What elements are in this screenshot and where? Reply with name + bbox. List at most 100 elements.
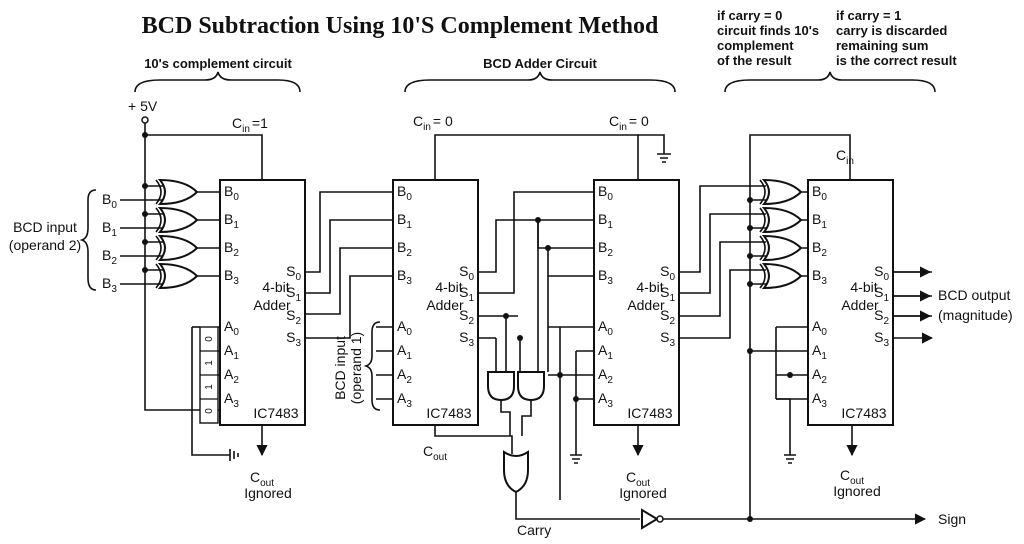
- xor-gate-arc: [155, 207, 162, 233]
- pin-labels: B0B1B2B3A0A1A2A3S0S1S2S34-bitAdderIC7483…: [224, 183, 889, 421]
- ic3-ground: [570, 351, 582, 464]
- ic2-s0-wire: [478, 219, 594, 273]
- output-label: BCD output: [938, 287, 1010, 303]
- carry-label: Carry: [517, 522, 551, 538]
- note-line: circuit finds 10's: [717, 23, 819, 38]
- ic1-s1-wire: [305, 219, 393, 294]
- ic4-complement-adder: [807, 179, 894, 426]
- xor-gate: [157, 178, 199, 206]
- ic3-s2-wire: [679, 241, 766, 317]
- operand1-inputs: [376, 326, 393, 400]
- complement-brace: [134, 71, 301, 93]
- note-line: if carry = 0: [717, 8, 782, 23]
- output-label: (magnitude): [938, 307, 1013, 323]
- and-outputs: [500, 400, 532, 436]
- ic4-ground: [775, 327, 796, 464]
- operand1-label: BCD input: [332, 336, 348, 400]
- complement-section-label: 10's complement circuit: [144, 56, 292, 71]
- xor-gate-arc: [759, 235, 766, 261]
- chip-type-label: 4-bit: [850, 279, 877, 295]
- operand1-brace: [363, 321, 381, 411]
- sign-label: Sign: [938, 511, 966, 527]
- operand2-label: BCD input: [13, 219, 77, 235]
- carry-line: [515, 492, 640, 520]
- xor-gate-arc: [759, 179, 766, 205]
- junction-dots: [142, 132, 148, 273]
- output-xor-gates: [759, 178, 803, 290]
- and-gate-left: [487, 371, 515, 402]
- operand2-label: (operand 2): [9, 237, 81, 253]
- carry-one-note: if carry = 1 carry is discarded remainin…: [836, 8, 957, 68]
- note-line: of the result: [717, 53, 792, 68]
- xor-gate: [761, 206, 803, 234]
- const-bit: 1: [204, 360, 215, 366]
- note-line: is the correct result: [836, 53, 957, 68]
- third-stage-brace: [724, 71, 936, 93]
- ground-icon: [229, 449, 239, 461]
- input-b3-label: B3: [102, 275, 117, 295]
- xor-carry-inputs: [750, 199, 766, 285]
- ic4-output-arrows: [893, 271, 932, 338]
- xor-gate-arc: [155, 179, 162, 205]
- inverter-bubble: [656, 515, 664, 523]
- carry-zero-note: if carry = 0 circuit finds 10's compleme…: [717, 8, 819, 68]
- supply-terminal: [141, 116, 149, 124]
- operand2-brace: [79, 189, 97, 291]
- chip-name-label: IC7483: [426, 405, 471, 421]
- input-b2-label: B2: [102, 247, 117, 267]
- s3-to-b3: [547, 248, 594, 277]
- const-bit: 0: [204, 336, 215, 342]
- ic2-bcd-adder: [392, 179, 479, 426]
- xor-out-wires: [801, 191, 808, 277]
- ic3-s3-wire: [679, 269, 766, 339]
- chip-name-label: IC7483: [841, 405, 886, 421]
- junction-dots: [747, 197, 753, 354]
- ic3-a-inputs: [548, 326, 594, 400]
- or-gate: [503, 450, 529, 494]
- operand2-xor-gates: [155, 178, 199, 290]
- const-bit: 1: [204, 384, 215, 390]
- note-line: if carry = 1: [836, 8, 901, 23]
- cin1-label: Cin=1: [232, 115, 268, 135]
- a-input-wires: [218, 326, 220, 376]
- chip-type-label: Adder: [253, 297, 291, 313]
- chip-type-label: 4-bit: [262, 279, 289, 295]
- xor-gate-arc: [155, 235, 162, 261]
- ic2-cout-label: Cout: [423, 443, 447, 463]
- cin4-label: Cin: [836, 147, 854, 167]
- xor-gate-arc: [759, 207, 766, 233]
- input-b1-label: B1: [102, 219, 117, 239]
- ic3-s1-wire: [679, 213, 766, 294]
- chip-type-label: 4-bit: [435, 279, 462, 295]
- xor-gate: [761, 234, 803, 262]
- supply-label: + 5V: [128, 98, 158, 114]
- ic1-s2-wire: [305, 247, 393, 315]
- ground-wire: [191, 327, 230, 456]
- xor-high-inputs: [145, 185, 163, 271]
- ic2-s1-wire: [478, 191, 594, 294]
- cin-ground-wire: [638, 134, 665, 154]
- and-gate-inputs: [505, 220, 549, 372]
- cin2-wire: [434, 134, 639, 180]
- diagram-title: BCD Subtraction Using 10'S Complement Me…: [142, 13, 659, 39]
- xor-gate: [157, 234, 199, 262]
- ic3-correction-adder: [593, 179, 680, 426]
- ic3-cout-ignored: Ignored: [619, 485, 666, 501]
- ic3-s0-wire: [679, 185, 766, 273]
- xor-outputs: [197, 191, 220, 277]
- ic4-a-inputs: [750, 326, 808, 400]
- const-bit: 0: [204, 408, 215, 414]
- note-line: complement: [717, 38, 794, 53]
- xor-gate: [761, 262, 803, 290]
- inverter: [641, 508, 659, 530]
- chip-name-label: IC7483: [253, 405, 298, 421]
- xor-gate: [157, 206, 199, 234]
- ic2-cout-wire: [434, 425, 513, 454]
- operand2-inputs: [120, 199, 163, 285]
- chip-type-label: 4-bit: [636, 279, 663, 295]
- inverted-carry-bus: [749, 134, 851, 519]
- adder-section-label: BCD Adder Circuit: [483, 56, 597, 71]
- and-gate-right: [517, 371, 545, 402]
- cin1-wire: [145, 134, 263, 180]
